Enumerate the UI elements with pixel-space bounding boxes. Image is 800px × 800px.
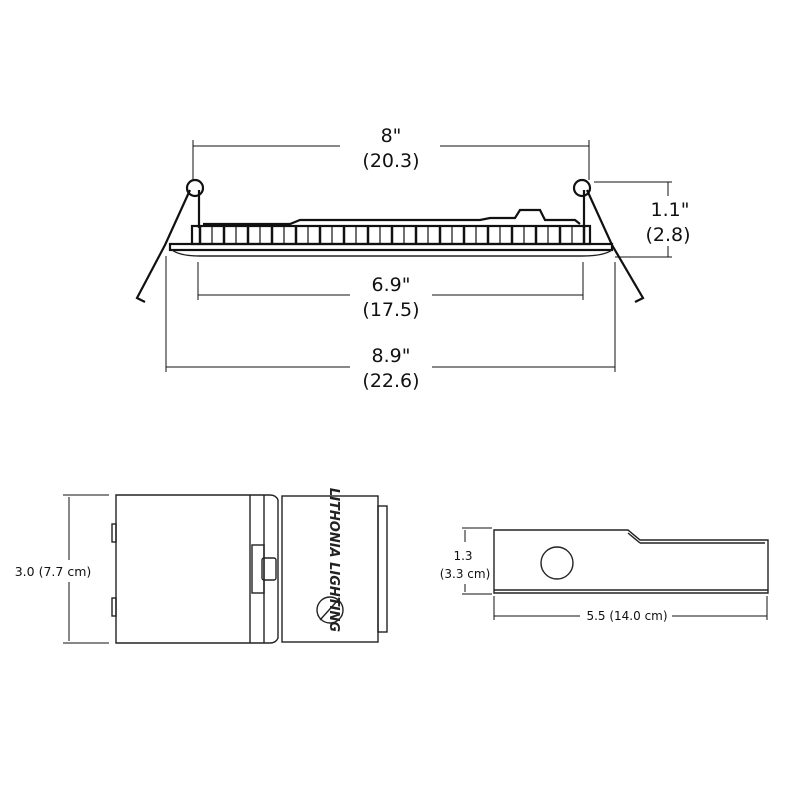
heat-sink-fins bbox=[198, 227, 586, 243]
inner-width-in: 6.9" bbox=[372, 274, 411, 296]
driver-box-side-view bbox=[462, 527, 769, 620]
box-height-label: 3.0 (7.7 cm) bbox=[15, 564, 92, 579]
downlight-side-view bbox=[135, 140, 672, 372]
overall-width-cm: (20.3) bbox=[362, 150, 419, 172]
driver-box-front-view bbox=[63, 494, 388, 644]
height-in: 1.1" bbox=[651, 199, 690, 221]
height-cm: (2.8) bbox=[645, 224, 690, 246]
flange-width-in: 8.9" bbox=[372, 345, 411, 367]
side-height-cm: (3.3 cm) bbox=[440, 567, 491, 581]
lithonia-logo: LITHONIA LIGHTING bbox=[326, 488, 341, 632]
side-height-in: 1.3 bbox=[453, 549, 472, 563]
side-length-label: 5.5 (14.0 cm) bbox=[586, 609, 667, 623]
overall-width-in: 8" bbox=[381, 125, 402, 147]
flange-width-cm: (22.6) bbox=[362, 370, 419, 392]
inner-width-cm: (17.5) bbox=[362, 299, 419, 321]
